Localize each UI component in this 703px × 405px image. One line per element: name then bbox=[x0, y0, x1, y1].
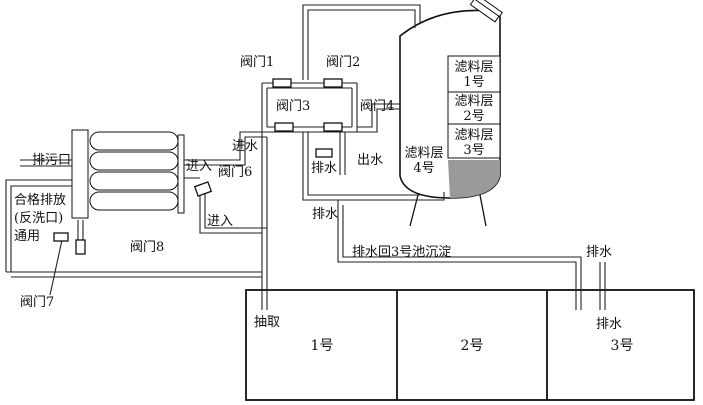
valve-8-label: 阀门8 bbox=[130, 240, 164, 255]
filter-layer-2-num: 2号 bbox=[463, 109, 484, 124]
filter-layer-3-title: 滤料层 bbox=[454, 128, 493, 143]
labels: 阀门1 阀门2 阀门3 阀门4 阀门6 阀门7 阀门8 进水 出水 排水 排水 … bbox=[14, 55, 622, 332]
drain-lower-label: 排水 bbox=[312, 207, 338, 222]
filter-layer-3-num: 3号 bbox=[463, 143, 484, 158]
qualified-label-line3: 通用 bbox=[14, 229, 40, 244]
pool-block bbox=[245, 289, 695, 401]
pipe bbox=[302, 132, 445, 201]
pipe bbox=[337, 200, 577, 310]
filter-layer-1-title: 滤料层 bbox=[454, 60, 493, 75]
valve-6[interactable] bbox=[193, 181, 213, 197]
cartridge bbox=[89, 171, 179, 191]
sewage-outlet-label: 排污口 bbox=[32, 153, 71, 168]
filter-layer-1-num: 1号 bbox=[463, 75, 484, 90]
pipe bbox=[183, 131, 262, 161]
drain-valve[interactable] bbox=[315, 148, 333, 158]
cartridge-manifold bbox=[71, 129, 89, 219]
pipe bbox=[307, 132, 420, 196]
drain-back-label: 排水回3号池沉淀 bbox=[352, 245, 451, 260]
drain-inner-label: 排水 bbox=[311, 161, 337, 176]
pools: 1号 2号 3号 bbox=[245, 289, 695, 401]
pipe bbox=[10, 185, 72, 272]
filter-layer-4-title: 滤料层 bbox=[404, 146, 443, 161]
valve-1[interactable] bbox=[272, 78, 292, 88]
pool-2-label: 2号 bbox=[461, 338, 484, 354]
valve-2-label: 阀门2 bbox=[326, 55, 360, 70]
pipe bbox=[49, 239, 63, 296]
cartridge bbox=[89, 151, 179, 171]
valve-3-label: 阀门3 bbox=[276, 99, 310, 114]
valve-3[interactable] bbox=[274, 122, 294, 132]
pipe bbox=[302, 4, 421, 80]
cartridge bbox=[89, 131, 179, 151]
valve-7-label: 阀门7 bbox=[20, 295, 54, 310]
filter-tank: 滤料层 1号 滤料层 2号 滤料层 3号 滤料层 4号 bbox=[399, 0, 503, 227]
qualified-label-line2: (反洗口) bbox=[14, 211, 63, 226]
in-label-1: 进入 bbox=[186, 159, 212, 174]
valve-4-label: 阀门4 bbox=[360, 99, 394, 114]
pool-3-label: 3号 bbox=[611, 338, 634, 354]
cartridge-filters bbox=[71, 129, 185, 219]
tank-sludge bbox=[448, 160, 500, 198]
pipe bbox=[357, 103, 400, 128]
piping bbox=[5, 4, 606, 310]
outlet-water-label: 出水 bbox=[357, 153, 383, 168]
pipe bbox=[307, 9, 416, 80]
drain-right-top-label: 排水 bbox=[586, 245, 612, 260]
pump-intake-label: 抽取 bbox=[254, 315, 280, 330]
qualified-label-line1: 合格排放 bbox=[14, 192, 66, 208]
filter-layer-3 bbox=[447, 123, 501, 159]
pipe bbox=[5, 179, 72, 272]
inlet-water-label: 进水 bbox=[232, 139, 258, 154]
pipe bbox=[342, 205, 582, 310]
tank-leg bbox=[479, 194, 487, 227]
drain-right-mid-label: 排水 bbox=[596, 317, 622, 332]
valve-1-label: 阀门1 bbox=[240, 55, 274, 70]
pipe bbox=[183, 136, 267, 166]
valve-7[interactable] bbox=[53, 232, 69, 242]
tank-hatch-cap bbox=[467, 0, 503, 18]
valves bbox=[53, 78, 343, 255]
pipe bbox=[199, 190, 262, 234]
filter-layer-1 bbox=[447, 55, 501, 93]
cartridge-manifold bbox=[177, 134, 185, 214]
cartridge bbox=[89, 191, 179, 211]
valve-4[interactable] bbox=[323, 122, 343, 132]
valve-6-label: 阀门6 bbox=[218, 165, 252, 180]
valve-8[interactable] bbox=[75, 239, 86, 255]
filter-layer-2-title: 滤料层 bbox=[454, 94, 493, 109]
pipe bbox=[357, 108, 400, 133]
filter-layer-4-num: 4号 bbox=[413, 161, 434, 176]
pool-1-label: 1号 bbox=[311, 338, 334, 354]
in-label-2: 进入 bbox=[207, 214, 233, 229]
valve-2[interactable] bbox=[323, 78, 343, 88]
pipe bbox=[204, 190, 267, 229]
